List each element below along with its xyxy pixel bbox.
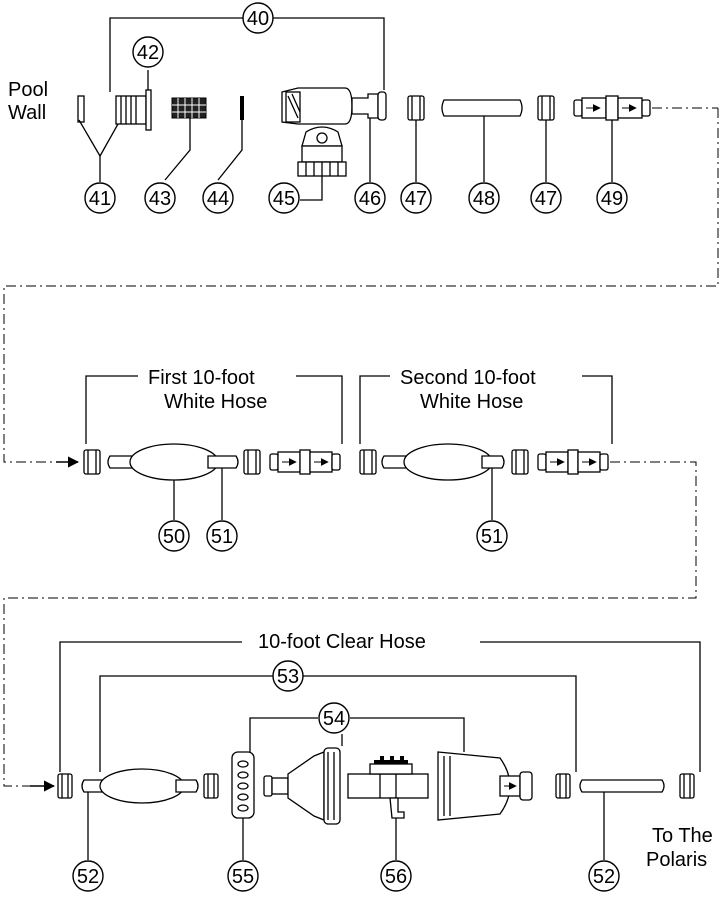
svg-text:43: 43 [149,188,171,210]
destination-label-2: Polaris [646,849,707,871]
first-white-hose-assembly [83,443,341,481]
svg-text:40: 40 [247,8,269,30]
svg-text:48: 48 [473,188,495,210]
second-hose-label-2: White Hose [420,391,523,413]
svg-text:47: 47 [405,188,427,210]
svg-text:51: 51 [481,526,503,548]
part-45-pressure-relief-valve [297,126,347,177]
second-white-hose-assembly [359,443,609,481]
part-43-filter-screen [171,97,207,119]
callout-56: 56 [380,860,412,892]
part-48-hose-segment [441,99,523,117]
part-47-nut-2 [537,95,555,121]
svg-text:54: 54 [323,708,345,730]
part-41-wall-fitting-gasket [77,95,85,123]
svg-text:56: 56 [385,866,407,888]
callout-47-a: 47 [400,182,432,214]
svg-text:51: 51 [211,526,233,548]
svg-text:45: 45 [273,188,295,210]
clear-hose-end-parts [555,773,695,799]
part-49-hose-swivel [573,95,651,121]
pool-wall-label-2: Wall [8,102,46,124]
svg-text:49: 49 [601,188,623,210]
svg-text:41: 41 [89,188,111,210]
part-47-nut-1 [407,95,425,121]
part-44-o-ring [240,96,244,120]
svg-text:52: 52 [77,866,99,888]
callout-44: 44 [202,182,234,214]
callout-52-b: 52 [588,860,620,892]
svg-text:42: 42 [137,42,159,64]
callout-51-a: 51 [206,520,238,552]
callout-40: 40 [242,2,274,34]
part-55-hose-float [231,751,255,819]
pool-wall-label-1: Pool [8,79,48,101]
callout-53: 53 [272,660,304,692]
callout-41: 41 [84,182,116,214]
svg-text:50: 50 [163,526,185,548]
callout-52-a: 52 [72,860,104,892]
part-46-valve-body [281,87,387,125]
callout-45: 45 [268,182,300,214]
svg-text:47: 47 [535,188,557,210]
callout-43: 43 [144,182,176,214]
callout-50: 50 [158,520,190,552]
callout-48: 48 [468,182,500,214]
part-56-in-line-filter [347,756,429,819]
destination-label-1: To The [652,825,713,847]
part-54-leader-hose-housing [263,747,533,825]
callout-51-b: 51 [476,520,508,552]
first-hose-label-1: First 10-foot [148,367,255,389]
callout-55: 55 [227,860,259,892]
clear-hose-assembly [57,768,219,804]
part-42-wall-fitting [115,89,152,131]
callout-42: 42 [132,36,164,68]
clear-hose-label: 10-foot Clear Hose [258,631,426,653]
svg-text:46: 46 [359,188,381,210]
callout-47-b: 47 [530,182,562,214]
svg-text:53: 53 [277,666,299,688]
svg-text:55: 55 [232,866,254,888]
svg-text:44: 44 [207,188,229,210]
svg-text:52: 52 [593,866,615,888]
callout-46: 46 [354,182,386,214]
second-hose-label-1: Second 10-foot [400,367,536,389]
first-hose-label-2: White Hose [164,391,267,413]
callout-54: 54 [318,702,350,734]
callout-49: 49 [596,182,628,214]
